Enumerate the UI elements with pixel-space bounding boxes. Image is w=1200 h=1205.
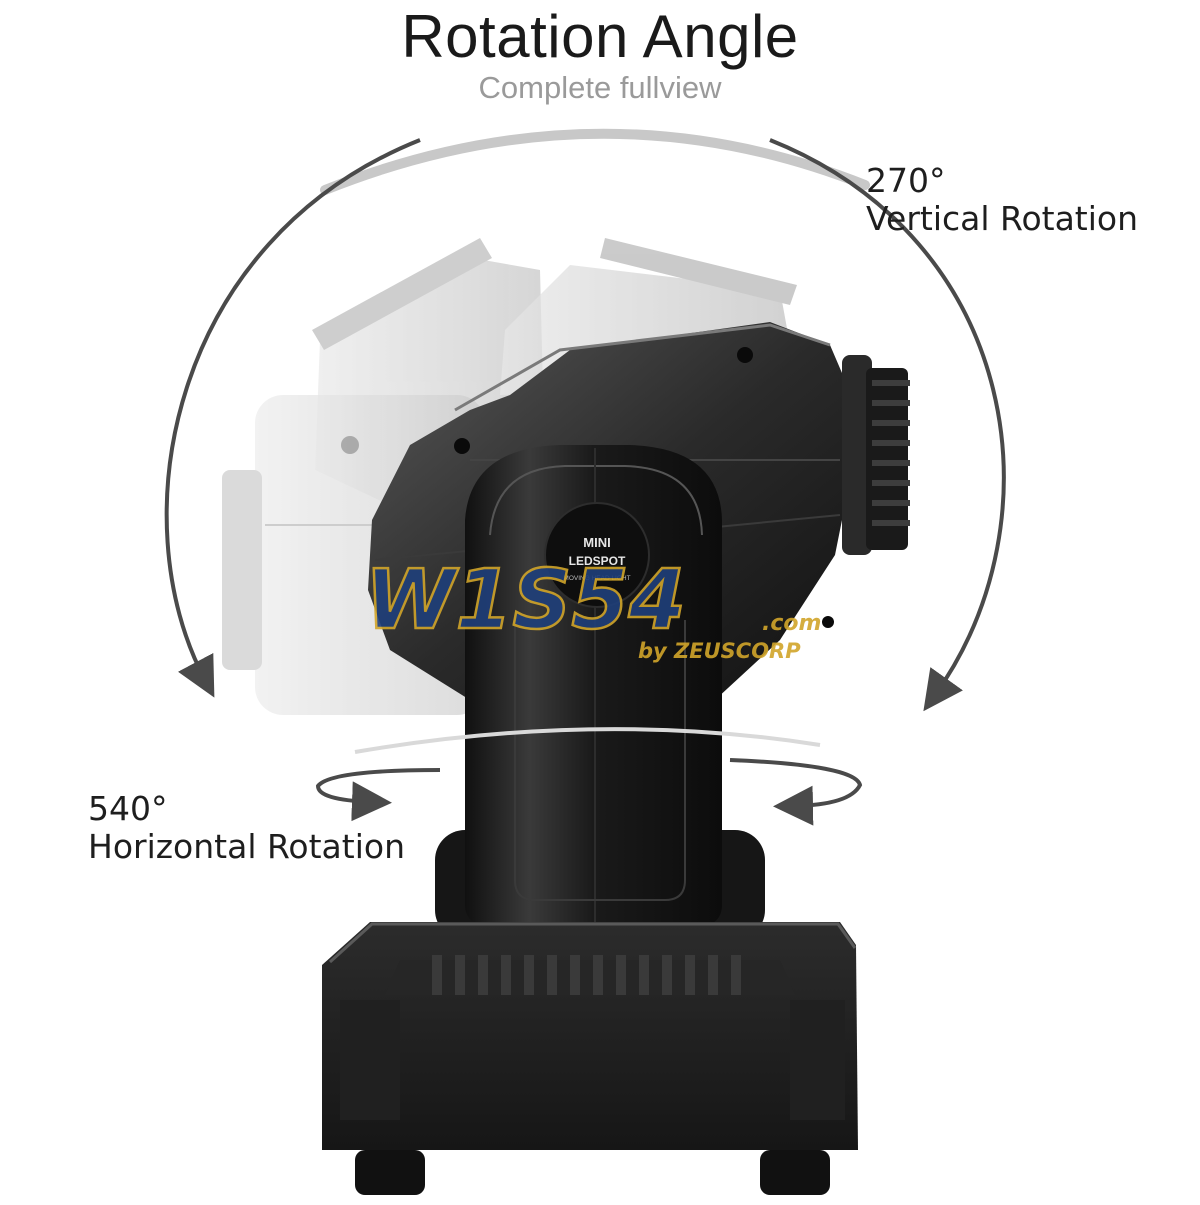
watermark-suffix: .com <box>762 611 821 636</box>
watermark-byline: by ZEUSCORP <box>638 639 801 663</box>
horizontal-rotation-degrees: 540° <box>88 789 168 828</box>
horizontal-rotation-caption: 540° Horizontal Rotation <box>88 790 405 866</box>
watermark-logo: W1S54 .com by ZEUSCORP <box>364 552 822 663</box>
page-title: Rotation Angle <box>401 3 799 70</box>
product-badge: MINI LEDSPOT MOVING HEAD LIGHT <box>544 502 650 608</box>
base-unit <box>322 922 858 1195</box>
horizontal-rotation-label: Horizontal Rotation <box>88 827 405 866</box>
top-arc-guide <box>320 128 870 195</box>
badge-line-3: MOVING HEAD LIGHT <box>563 575 630 582</box>
horizontal-arc-top <box>354 727 821 754</box>
left-horizontal-arrow <box>315 768 441 822</box>
left-vertical-arrow <box>164 138 421 698</box>
page-subtitle: Complete fullview <box>478 70 722 105</box>
right-horizontal-arrow <box>729 758 863 826</box>
vertical-rotation-degrees: 270° <box>866 161 946 200</box>
base-foot-right <box>760 1150 830 1195</box>
base-foot-left <box>355 1150 425 1195</box>
base-vents <box>432 955 741 995</box>
badge-line-2: LEDSPOT <box>569 554 626 568</box>
vertical-rotation-label: Vertical Rotation <box>866 199 1139 238</box>
watermark-brand: W1S54 <box>365 553 686 648</box>
vertical-rotation-caption: 270° Vertical Rotation <box>866 162 1138 238</box>
right-vertical-arrow <box>769 138 1006 712</box>
badge-line-1: MINI <box>583 535 610 550</box>
lens-ring-ridges <box>872 380 910 526</box>
